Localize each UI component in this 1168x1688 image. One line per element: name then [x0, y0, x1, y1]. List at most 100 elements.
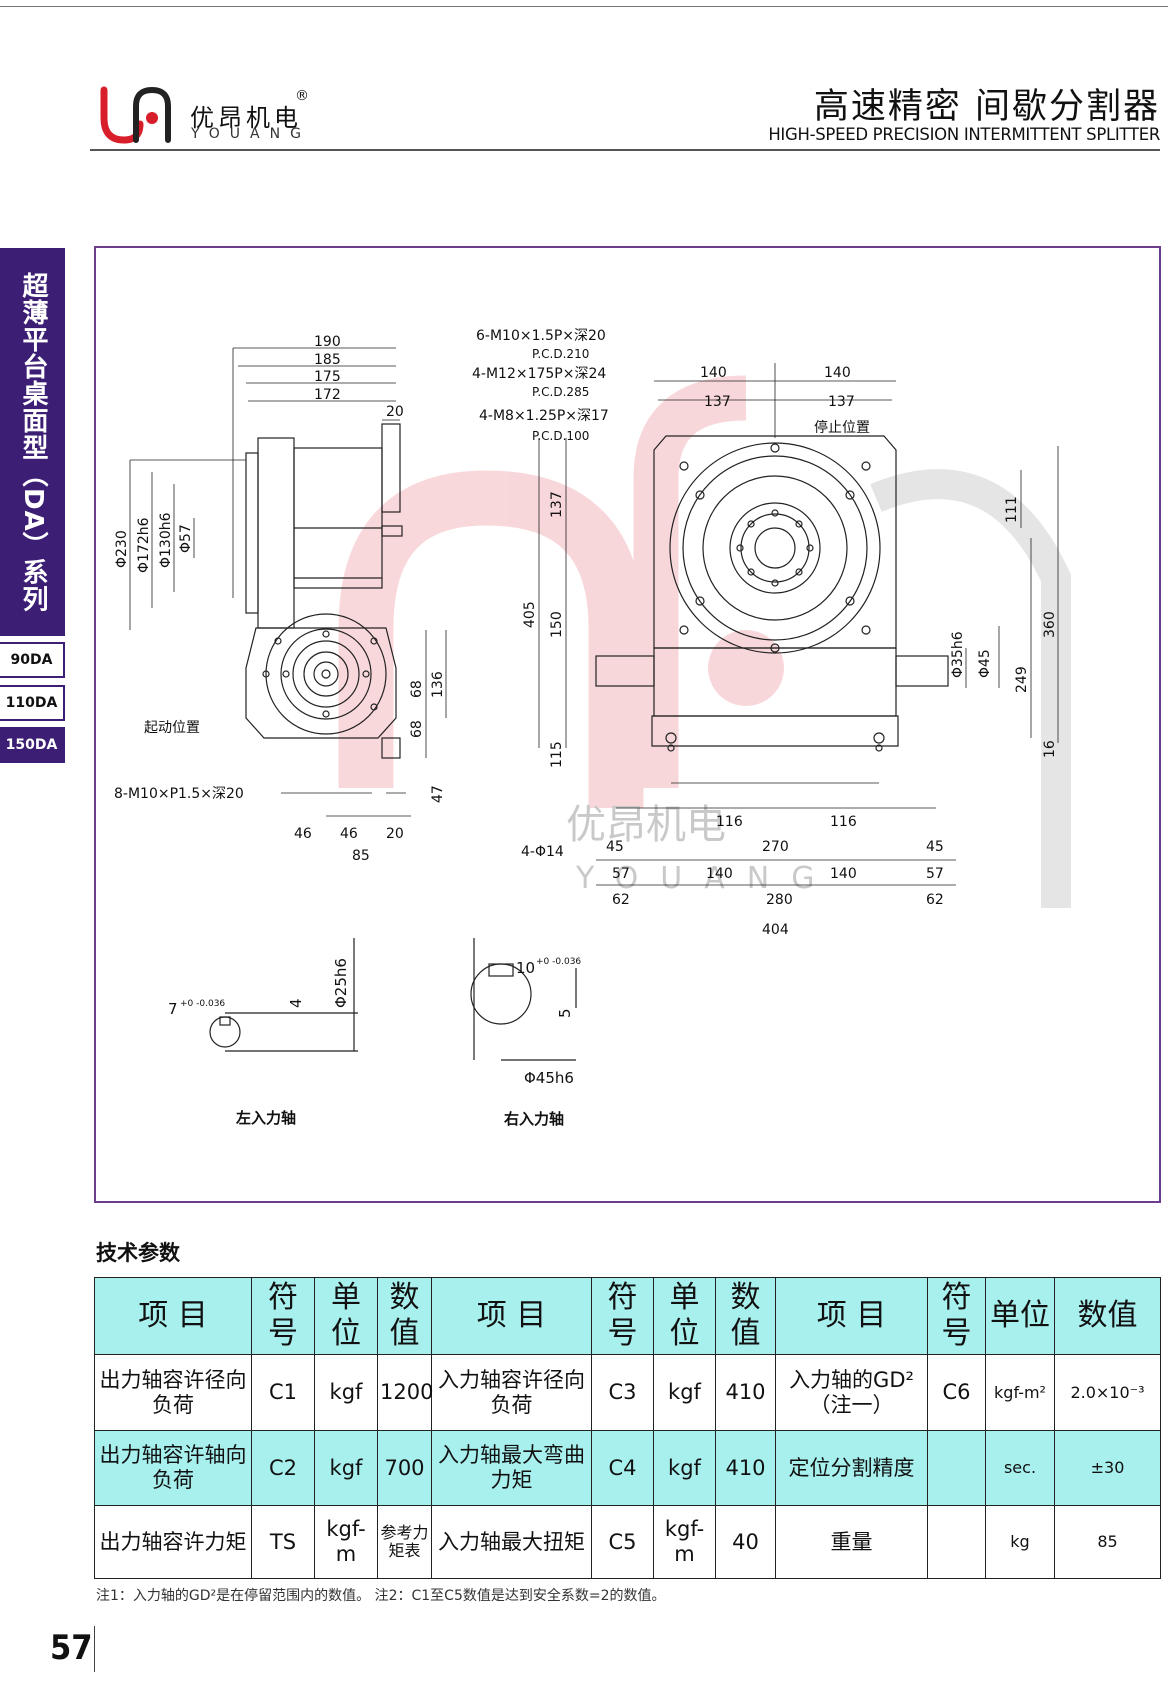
- table-header-row: 项 目 符号 单位 数值 项 目 符号 单位 数值 项 目 符号 单位 数值: [94, 1277, 1161, 1355]
- brand-name-en: YOUANG: [191, 126, 311, 142]
- dim-185: 185: [314, 352, 341, 368]
- dim-d57: Φ57: [178, 524, 194, 553]
- table-cell: 入力轴最大弯曲力矩: [431, 1430, 592, 1506]
- header-cell: 项 目: [94, 1277, 252, 1355]
- table-cell: C1: [251, 1354, 315, 1431]
- left-key-depth: 4: [287, 998, 305, 1008]
- dim-175: 175: [314, 369, 341, 385]
- table-cell: 入力轴最大扭矩: [431, 1505, 592, 1579]
- table-cell: C2: [251, 1430, 315, 1506]
- table-cell: 出力轴容许轴向负荷: [94, 1430, 252, 1506]
- dim-45a: 45: [606, 839, 624, 855]
- watermark-en: YOUANG: [575, 861, 836, 896]
- table-cell: [927, 1430, 986, 1506]
- header-cell: 项 目: [775, 1277, 928, 1355]
- table-cell: 定位分割精度: [775, 1430, 928, 1506]
- table-cell: 入力轴容许径向负荷: [431, 1354, 592, 1431]
- header-cell: 符号: [591, 1277, 654, 1355]
- table-cell: 参考力矩表: [377, 1505, 432, 1579]
- start-position-label: 起动位置: [144, 720, 200, 736]
- dim-116b: 116: [830, 814, 857, 830]
- dim-d230: Φ230: [114, 530, 130, 568]
- footnote: 注1：入力轴的GD²是在停留范围内的数值。 注2：C1至C5数值是达到安全系数=…: [96, 1588, 666, 1604]
- dim-62b: 62: [926, 892, 944, 908]
- technical-drawing: 优昂机电 YOUANG: [94, 246, 1161, 1203]
- tab-150da[interactable]: 150DA: [0, 727, 65, 763]
- tab-90da[interactable]: 90DA: [0, 642, 65, 678]
- dim-172: 172: [314, 387, 341, 403]
- page-subtitle: HIGH-SPEED PRECISION INTERMITTENT SPLITT…: [768, 125, 1160, 144]
- table-cell: 重量: [775, 1505, 928, 1579]
- hole-spec-2: 4-M12×175P×深24: [472, 366, 606, 382]
- top-rule: [0, 6, 1168, 7]
- dim-150: 150: [549, 611, 565, 638]
- table-cell: C4: [591, 1430, 654, 1506]
- table-cell: kgf: [653, 1430, 716, 1506]
- spec-section-title: 技术参数: [96, 1241, 180, 1265]
- right-key-width: 10: [516, 959, 535, 977]
- header-divider: [90, 149, 1160, 151]
- table-cell: kgf-m: [653, 1505, 716, 1579]
- dim-d172: Φ172h6: [136, 517, 152, 573]
- table-cell: kgf: [653, 1354, 716, 1431]
- table-cell: 410: [715, 1354, 776, 1431]
- table-row: 出力轴容许轴向负荷 C2 kgf 700 入力轴最大弯曲力矩 C4 kgf 41…: [94, 1430, 1161, 1506]
- tab-110da[interactable]: 110DA: [0, 685, 65, 721]
- brand-name-cn: 优昂机电: [190, 104, 302, 132]
- right-shaft-dia: Φ45h6: [524, 1069, 574, 1087]
- pcd-100: P.C.D.100: [532, 429, 589, 443]
- dim-137v: 137: [549, 491, 565, 518]
- brand-logo-icon: [100, 86, 171, 144]
- dim-16: 16: [1042, 740, 1058, 758]
- table-cell: kgf: [314, 1354, 378, 1431]
- table-cell: kg: [985, 1505, 1055, 1579]
- page-title: 高速精密 间歇分割器: [813, 87, 1160, 127]
- dim-20b: 20: [386, 826, 404, 842]
- table-row: 出力轴容许径向负荷 C1 kgf 1200 入力轴容许径向负荷 C3 kgf 4…: [94, 1354, 1161, 1431]
- series-label: 超薄平台桌面型（DA）系列: [0, 248, 65, 636]
- dim-46b: 46: [340, 826, 358, 842]
- hole-spec-left: 8-M10×P1.5×深20: [114, 786, 244, 802]
- dim-136: 136: [430, 671, 446, 698]
- header-cell: 单位: [653, 1277, 716, 1355]
- table-cell: 2.0×10⁻³: [1054, 1354, 1161, 1431]
- pcd-210: P.C.D.210: [532, 347, 589, 361]
- table-cell: C5: [591, 1505, 654, 1579]
- dim-405: 405: [522, 601, 538, 628]
- table-cell: TS: [251, 1505, 315, 1579]
- table-cell: C6: [927, 1354, 986, 1431]
- header-cell: 数值: [377, 1277, 432, 1355]
- left-shaft-label: 左入力轴: [235, 1109, 296, 1127]
- header-cell: 符号: [251, 1277, 315, 1355]
- dim-140b: 140: [824, 365, 851, 381]
- dim-68a: 68: [409, 680, 425, 698]
- pcd-285: P.C.D.285: [532, 385, 589, 399]
- right-key-tol: +0 -0.036: [536, 957, 581, 967]
- table-cell: 410: [715, 1430, 776, 1506]
- dim-57a: 57: [612, 866, 630, 882]
- dim-140d: 140: [830, 866, 857, 882]
- header-cell: 单位: [985, 1277, 1055, 1355]
- dim-249: 249: [1014, 666, 1030, 693]
- left-key-tol: +0 -0.036: [180, 999, 225, 1009]
- table-cell: ±30: [1054, 1430, 1161, 1506]
- hole-spec-1: 6-M10×1.5P×深20: [476, 328, 606, 344]
- dim-137a: 137: [704, 394, 731, 410]
- dim-360: 360: [1042, 611, 1058, 638]
- page-number-rule: [94, 1626, 95, 1672]
- registered-mark: ®: [295, 88, 309, 104]
- table-cell: 700: [377, 1430, 432, 1506]
- dim-116a: 116: [716, 814, 743, 830]
- drawing-canvas: 优昂机电 YOUANG: [114, 328, 1071, 1128]
- dim-140a: 140: [700, 365, 727, 381]
- dim-20: 20: [386, 404, 404, 420]
- header-cell: 单位: [314, 1277, 378, 1355]
- table-cell: 1200: [377, 1354, 433, 1431]
- table-cell: 入力轴的GD²（注一）: [775, 1354, 928, 1431]
- dim-62a: 62: [612, 892, 630, 908]
- dim-d130: Φ130h6: [158, 512, 174, 568]
- dim-57b: 57: [926, 866, 944, 882]
- dim-d45: Φ45: [977, 649, 993, 678]
- right-shaft-label: 右入力轴: [504, 1110, 564, 1128]
- table-cell: C3: [591, 1354, 654, 1431]
